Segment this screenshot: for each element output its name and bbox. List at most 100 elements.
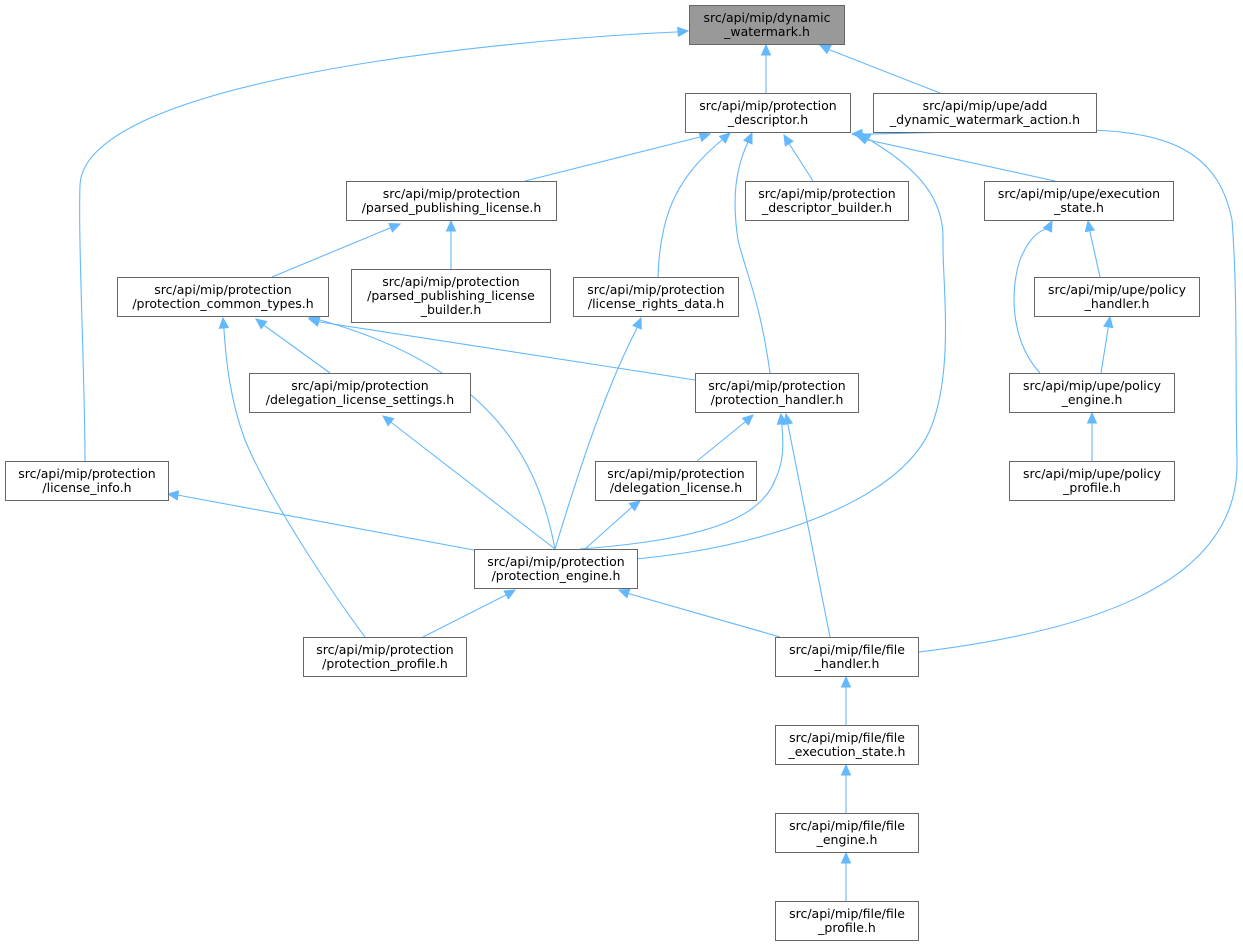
node-label-line: src/api/mip/protection: [487, 554, 625, 569]
arrowhead-icon: [840, 851, 852, 864]
dependency-edge: [629, 593, 781, 638]
arrowhead-icon: [632, 316, 642, 330]
arrowhead-icon: [698, 131, 712, 143]
dependency-edge: [579, 425, 784, 550]
node-label-line: src/api/mip/protection: [154, 282, 292, 297]
dependency-edge: [554, 329, 637, 550]
node-label-line: /protection_handler.h: [710, 392, 844, 407]
node-protection-engine[interactable]: src/api/mip/protection /protection_engin…: [474, 549, 638, 589]
dependency-edge: [1089, 231, 1101, 278]
node-dynamic-watermark[interactable]: src/api/mip/dynamic _watermark.h: [689, 5, 845, 45]
arrowhead-icon: [617, 588, 631, 599]
arrowhead-icon: [760, 43, 772, 56]
node-policy-handler[interactable]: src/api/mip/upe/policy _handler.h: [1034, 277, 1200, 317]
arrowhead-icon: [1086, 411, 1098, 424]
dependency-edge: [524, 136, 701, 182]
node-license-rights-data[interactable]: src/api/mip/protection /license_rights_d…: [573, 277, 739, 317]
arrowhead-icon: [503, 589, 517, 600]
node-license-info[interactable]: src/api/mip/protection /license_info.h: [5, 461, 169, 501]
node-delegation-license[interactable]: src/api/mip/protection /delegation_licen…: [595, 461, 757, 501]
node-label-line: src/api/mip/dynamic: [703, 10, 831, 25]
dependency-edge: [829, 49, 941, 94]
node-label-line: /license_info.h: [42, 480, 132, 495]
arrowhead-icon: [166, 490, 180, 501]
node-label-line: /parsed_publishing_license: [367, 288, 535, 303]
arrowhead-icon: [382, 415, 395, 427]
node-label-line: src/api/mip/file/file: [789, 730, 905, 745]
node-label-line: _dynamic_watermark_action.h: [889, 112, 1081, 127]
node-execution-state[interactable]: src/api/mip/upe/execution _state.h: [984, 181, 1174, 221]
arrowhead-icon: [677, 26, 690, 38]
dependency-edge: [391, 422, 556, 550]
dependency-edge: [1100, 328, 1109, 374]
arrowhead-icon: [388, 223, 402, 233]
dependency-edge: [264, 325, 331, 374]
node-parsed-publishing-license[interactable]: src/api/mip/protection /parsed_publishin…: [346, 181, 557, 221]
node-label-line: /protection_common_types.h: [132, 296, 314, 311]
node-label-line: src/api/mip/file/file: [789, 818, 905, 833]
arrowhead-icon: [1084, 219, 1096, 233]
node-policy-profile[interactable]: src/api/mip/upe/policy _profile.h: [1009, 461, 1175, 501]
node-label-line: _builder.h: [420, 302, 482, 317]
arrowhead-icon: [741, 414, 754, 426]
node-file-handler[interactable]: src/api/mip/file/file _handler.h: [775, 637, 919, 677]
node-label-line: _engine.h: [816, 832, 878, 847]
arrowhead-icon: [782, 412, 794, 426]
node-label-line: src/api/mip/protection: [382, 274, 520, 289]
node-delegation-license-settings[interactable]: src/api/mip/protection /delegation_licen…: [249, 373, 471, 413]
node-label-line: _descriptor_builder.h: [761, 200, 893, 215]
node-label-line: _handler.h: [1084, 296, 1150, 311]
node-file-profile[interactable]: src/api/mip/file/file _profile.h: [775, 901, 919, 941]
arrowhead-icon: [445, 219, 457, 232]
node-policy-engine[interactable]: src/api/mip/upe/policy _engine.h: [1009, 373, 1175, 413]
node-label-line: _engine.h: [1061, 392, 1123, 407]
node-label-line: src/api/mip/protection: [758, 186, 896, 201]
node-parsed-publishing-license-builder[interactable]: src/api/mip/protection /parsed_publishin…: [351, 269, 551, 323]
node-protection-handler[interactable]: src/api/mip/protection /protection_handl…: [695, 373, 859, 413]
dependency-edge: [271, 227, 391, 278]
dependency-edge: [171, 493, 475, 551]
dependency-edge: [787, 424, 831, 638]
node-label-line: src/api/mip/protection: [18, 466, 156, 481]
node-label-line: src/api/mip/protection: [291, 378, 429, 393]
dependency-edge: [734, 141, 771, 374]
dependency-edge: [319, 321, 696, 381]
node-protection-descriptor-builder[interactable]: src/api/mip/protection _descriptor_build…: [745, 181, 909, 221]
arrowhead-icon: [840, 763, 852, 776]
node-protection-profile[interactable]: src/api/mip/protection /protection_profi…: [303, 637, 467, 677]
arrowhead-icon: [850, 128, 863, 140]
node-label-line: /parsed_publishing_license.h: [361, 200, 542, 215]
node-label-line: src/api/mip/file/file: [789, 642, 905, 657]
node-label-line: _descriptor.h: [727, 112, 809, 127]
arrowhead-icon: [840, 675, 852, 688]
node-file-engine[interactable]: src/api/mip/file/file _engine.h: [775, 813, 919, 853]
node-label-line: src/api/mip/protection: [382, 186, 521, 201]
node-protection-common-types[interactable]: src/api/mip/protection /protection_commo…: [117, 277, 329, 317]
node-label-line: src/api/mip/protection: [587, 282, 725, 297]
dependency-edge: [789, 144, 814, 182]
node-protection-descriptor[interactable]: src/api/mip/protection _descriptor.h: [685, 93, 851, 133]
node-label-line: /delegation_license.h: [609, 480, 743, 495]
node-label-line: src/api/mip/protection: [699, 98, 837, 113]
dependency-edge: [593, 139, 947, 562]
dependency-edge: [696, 421, 746, 462]
node-label-line: src/api/mip/protection: [607, 466, 745, 481]
node-label-line: /protection_engine.h: [491, 568, 621, 583]
arrowhead-icon: [742, 131, 753, 145]
arrowhead-icon: [818, 44, 832, 55]
node-file-execution-state[interactable]: src/api/mip/file/file _execution_state.h: [775, 725, 919, 765]
arrowhead-icon: [628, 500, 641, 512]
node-label-line: _profile.h: [818, 920, 876, 935]
node-add-dynamic-watermark-action[interactable]: src/api/mip/upe/add _dynamic_watermark_a…: [873, 93, 1097, 133]
dependency-edge: [657, 139, 723, 278]
dependency-edge: [79, 31, 677, 462]
node-label-line: /protection_profile.h: [322, 656, 448, 671]
dependency-edge: [1013, 228, 1049, 374]
node-label-line: _state.h: [1054, 200, 1104, 215]
dependency-edge: [584, 506, 633, 550]
node-label-line: src/api/mip/upe/policy: [1022, 378, 1162, 393]
node-label-line: _execution_state.h: [788, 744, 906, 759]
dependency-edge: [319, 319, 556, 550]
arrowhead-icon: [718, 132, 731, 144]
